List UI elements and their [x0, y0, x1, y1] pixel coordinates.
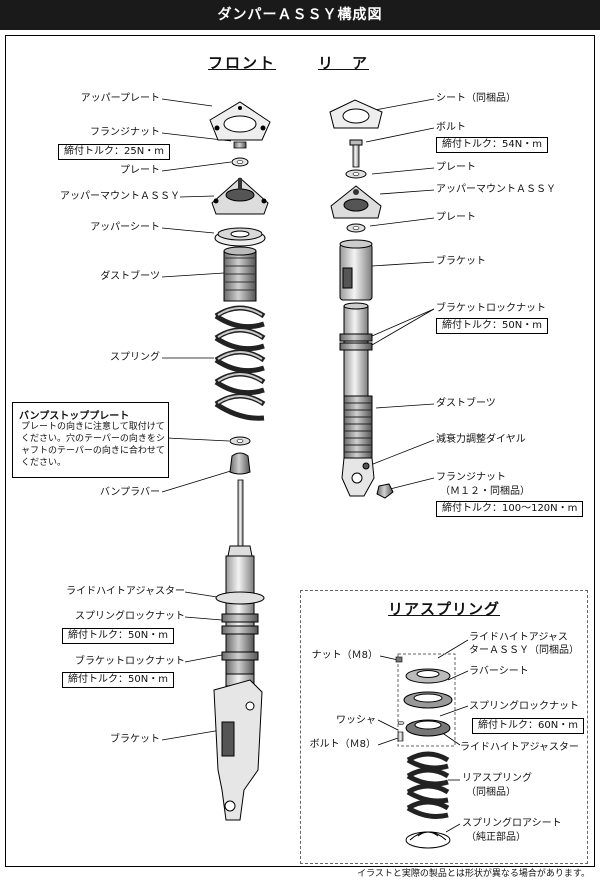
rear-flange-nut-label: フランジナット — [436, 472, 506, 483]
rear-dust-boots-label: ダストブーツ — [436, 398, 496, 409]
rs-rubber-seat-label: ラバーシート — [469, 666, 529, 677]
rear-seat — [329, 99, 383, 129]
front-upper-seat-label: アッパーシート — [90, 222, 160, 233]
rear-bolt-label: ボルト — [436, 122, 466, 133]
front-dust-boots — [223, 246, 257, 302]
front-bracket-lock-nut-torque: 締付トルク：50N・m — [62, 672, 174, 688]
rear-section-title: リ ア — [318, 54, 370, 72]
rs-spring-lock-nut-torque: 締付トルク：60N・m — [472, 718, 584, 734]
rear-bracket-top — [339, 239, 373, 301]
rear-spring-lower-seat — [405, 831, 451, 849]
rear-flange-nut — [376, 483, 394, 499]
rs-ride-height-adjuster-label: ライドハイトアジャスター — [460, 742, 579, 753]
rear-upper-mount — [330, 185, 382, 219]
rs-bolt-label: ボルト（Ｍ8） — [309, 739, 376, 750]
rs-ride-height-line2: ターＡＳＳＹ（同梱品） — [469, 645, 579, 656]
front-bracket-label: ブラケット — [110, 734, 160, 745]
front-dust-boots-label: ダストブーツ — [100, 271, 160, 282]
ride-height-assy-bracket — [397, 653, 456, 747]
rear-bracket-lock-nut-label: ブラケットロックナット — [436, 303, 546, 314]
rear-spring-leader-lines — [377, 639, 469, 833]
front-upper-mount — [211, 177, 269, 215]
front-coil-spring — [214, 305, 266, 421]
rear-lower-eye — [341, 457, 375, 497]
front-upper-seat — [214, 227, 266, 247]
front-coil-spring-light — [217, 307, 263, 404]
page-title: ダンパーＡＳＳＹ構成図 — [217, 7, 383, 23]
rear-plate1-label: プレート — [436, 162, 476, 173]
rear-spring-lock-nut — [403, 691, 453, 709]
header-bar — [0, 0, 600, 30]
rear-dust-boots — [343, 395, 373, 459]
rear-flange-nut-torque: 締付トルク：100〜120N・m — [436, 501, 584, 517]
rs-lower-seat-sub: （純正部品） — [466, 832, 526, 843]
front-spring-lock-nut-label: スプリングロックナット — [75, 611, 185, 622]
rear-flange-nut-sub: （Ｍ１２・同梱品） — [440, 486, 530, 497]
rs-washer-label: ワッシャ — [336, 715, 376, 726]
bump-stop-note: バンプストッププレート プレートの向きに注意して取付けてください。穴のテーパーの… — [12, 402, 169, 478]
front-upper-mount-label: アッパーマウントＡＳＳＹ — [60, 191, 180, 202]
front-upper-plate-label: アッパープレート — [80, 93, 160, 104]
rear-spring-title: リアスプリング — [388, 600, 501, 618]
rs-rear-spring-label: リアスプリング — [462, 773, 532, 784]
rear-ride-height-adjuster — [405, 719, 451, 737]
front-bump-rubber-label: バンプラバー — [99, 487, 160, 498]
footnote: イラストと実際の製品とは形状が異なる場合があります。 — [357, 869, 590, 879]
rear-rubber-seat — [405, 668, 451, 684]
front-bracket-lock-nut-label: ブラケットロックナット — [75, 656, 185, 667]
rear-plate-2 — [346, 223, 366, 233]
rear-plate-1 — [345, 169, 367, 179]
diagram-frame — [5, 35, 595, 867]
rear-bracket-lock-nut-torque: 締付トルク：50N・m — [436, 318, 548, 334]
front-spring-lock-nut-torque: 締付トルク：50N・m — [62, 628, 174, 644]
rear-coil-spring — [406, 751, 450, 819]
rear-bolt-torque: 締付トルク：54N・m — [436, 137, 548, 153]
rear-leader-lines — [365, 98, 435, 491]
front-flange-nut-label: フランジナット — [90, 127, 160, 138]
front-flange-nut-torque: 締付トルク：25N・m — [58, 144, 170, 160]
front-bump-stop-plate — [229, 436, 251, 446]
rs-lower-seat-label: スプリングロアシート — [462, 818, 562, 829]
rear-damping-dial-label: 減衰力調整ダイヤル — [436, 434, 526, 445]
rs-spring-lock-nut-label: スプリングロックナット — [469, 701, 579, 712]
front-leader-lines — [161, 98, 235, 741]
rear-plate2-label: プレート — [436, 212, 476, 223]
front-flange-nut — [233, 141, 247, 149]
front-spring-label: スプリング — [110, 352, 160, 363]
bump-stop-note-title: バンプストッププレート — [19, 411, 130, 422]
rear-spring-box — [300, 590, 588, 864]
front-section-title: フロント — [208, 54, 277, 72]
rs-rear-spring-sub: （同梱品） — [466, 787, 516, 798]
rear-shock-body — [339, 302, 373, 397]
bump-stop-note-body: プレートの向きに注意して取付けてください。穴のテーパーの向きをシャフトのテーパー… — [21, 422, 165, 468]
rs-nut-label: ナット（Ｍ8） — [311, 650, 378, 661]
rear-bolt — [349, 139, 363, 168]
rear-bracket-label: ブラケット — [436, 256, 486, 267]
rear-upper-mount-label: アッパーマウントＡＳＳＹ — [436, 184, 556, 195]
front-plate-label: プレート — [120, 165, 160, 176]
front-ride-height-adjuster-label: ライドハイトアジャスター — [66, 586, 185, 597]
front-shaft-and-body — [215, 479, 265, 687]
rs-ride-height-line1: ライドハイトアジャス — [469, 632, 568, 643]
rear-seat-label: シート（同梱品） — [436, 93, 516, 104]
front-bracket — [213, 679, 263, 821]
front-bump-rubber — [229, 452, 251, 475]
front-plate — [231, 157, 249, 167]
front-upper-plate — [209, 101, 271, 141]
rear-m8-nut — [395, 656, 403, 663]
rear-m8-bolt — [397, 731, 404, 742]
rear-washer — [397, 721, 405, 725]
